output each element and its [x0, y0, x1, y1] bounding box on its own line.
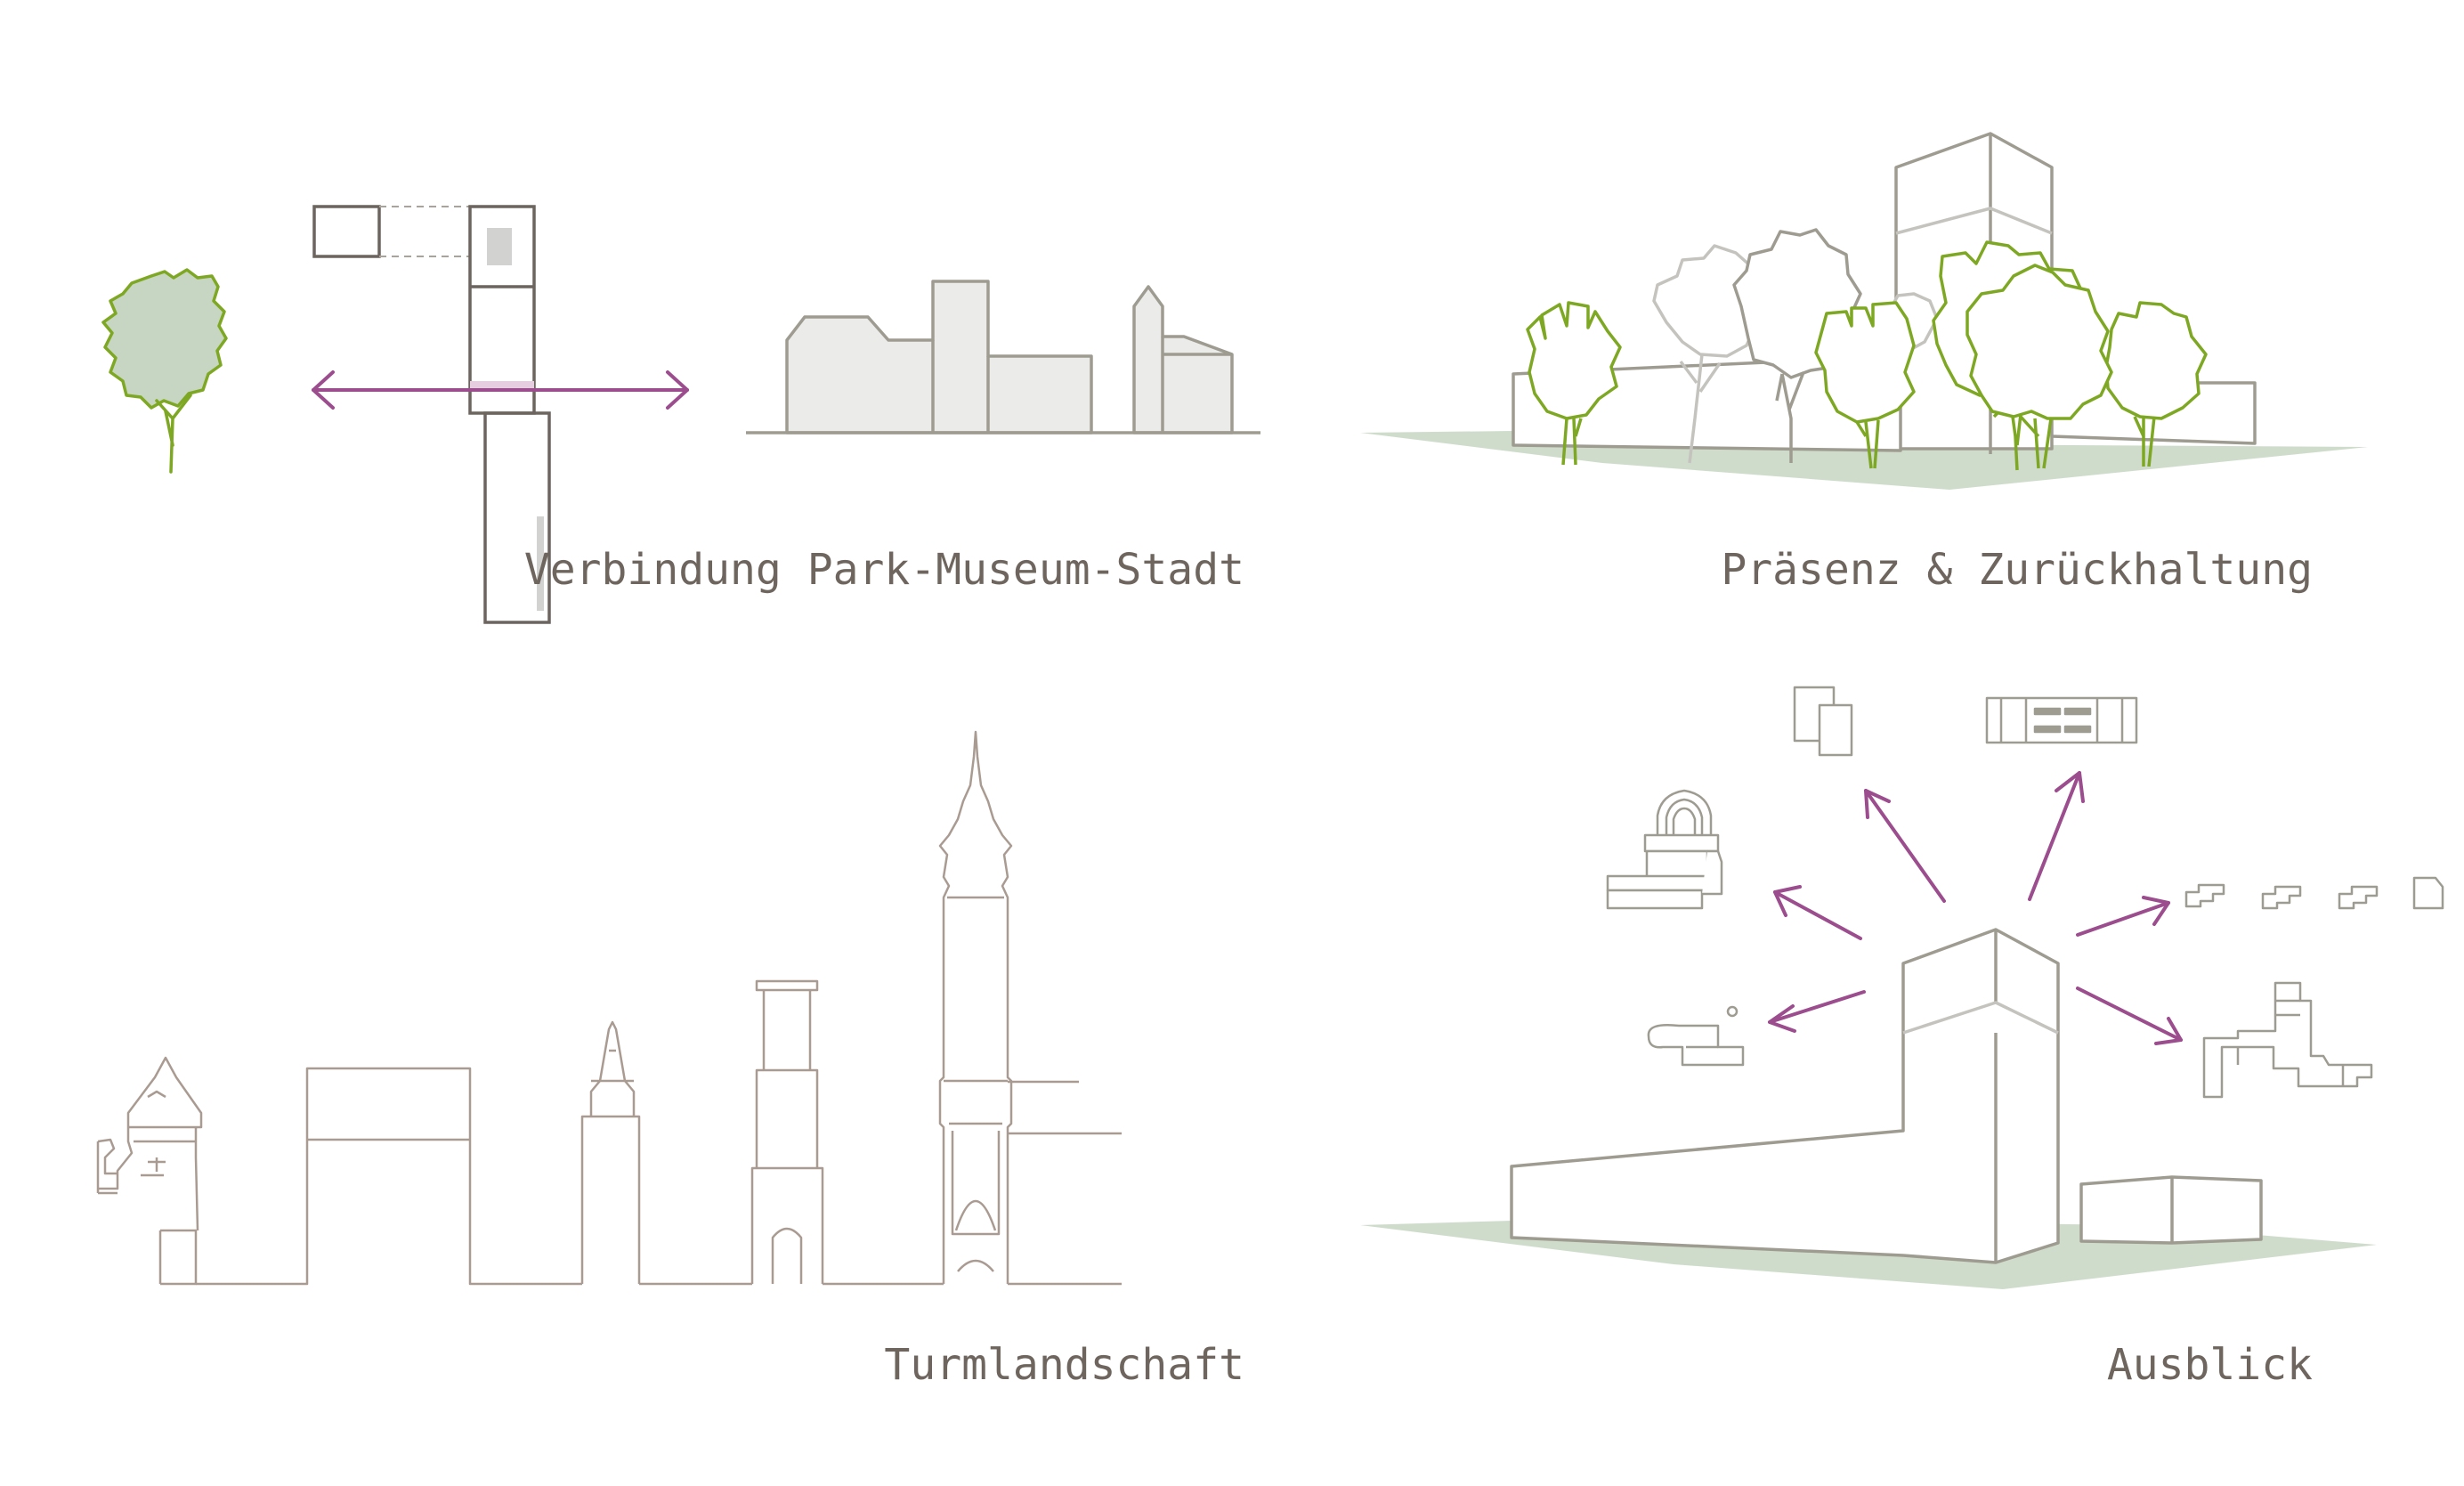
plan-icon-rectangles — [1793, 686, 1853, 757]
arrow-north-right — [2028, 771, 2081, 901]
left-gate-tower-icon — [97, 1056, 203, 1284]
green-tree-front — [1966, 264, 2113, 469]
museum-plan — [312, 205, 551, 624]
caption-presence: Präsenz & Zurückhaltung — [1721, 545, 2313, 595]
arrow-west — [1768, 990, 1866, 1024]
annex-block — [312, 205, 381, 258]
city-skyline — [746, 280, 1260, 434]
outlook-building — [1510, 928, 2263, 1264]
caption-outlook: Ausblick — [2106, 1340, 2313, 1390]
caption-towers: Turmlandschaft — [884, 1340, 1244, 1390]
panel-connection — [101, 205, 1260, 624]
arrow-northwest — [1773, 890, 1862, 940]
arrow-north-left — [1864, 789, 1946, 903]
plan-icon-stepped — [2184, 876, 2444, 910]
church-tower-icon — [938, 730, 1013, 1284]
plan-icon-barrack — [1985, 696, 2138, 744]
lower-block — [483, 411, 551, 624]
plan-icon-theatre — [1606, 789, 1723, 910]
panel-towers — [96, 730, 1122, 1286]
square-tower-icon — [750, 979, 824, 1284]
park-tree-icon — [101, 268, 228, 474]
panel-outlook — [1360, 686, 2444, 1289]
arrow-east — [2076, 901, 2170, 937]
skyline-outline — [196, 1067, 582, 1286]
spire-tower-icon — [580, 1020, 641, 1284]
caption-connection: Verbindung Park-Museum-Stadt — [523, 545, 1244, 595]
plan-icon-small — [1647, 1005, 1745, 1067]
arrow-southeast — [2076, 987, 2183, 1042]
plan-icon-complex — [2202, 981, 2373, 1099]
tower-skyline — [160, 1229, 198, 1286]
panel-presence — [1360, 132, 2368, 490]
double-arrow-icon — [312, 370, 689, 410]
view-arrows — [1768, 771, 2183, 1045]
plan-icons — [1606, 686, 2444, 1099]
